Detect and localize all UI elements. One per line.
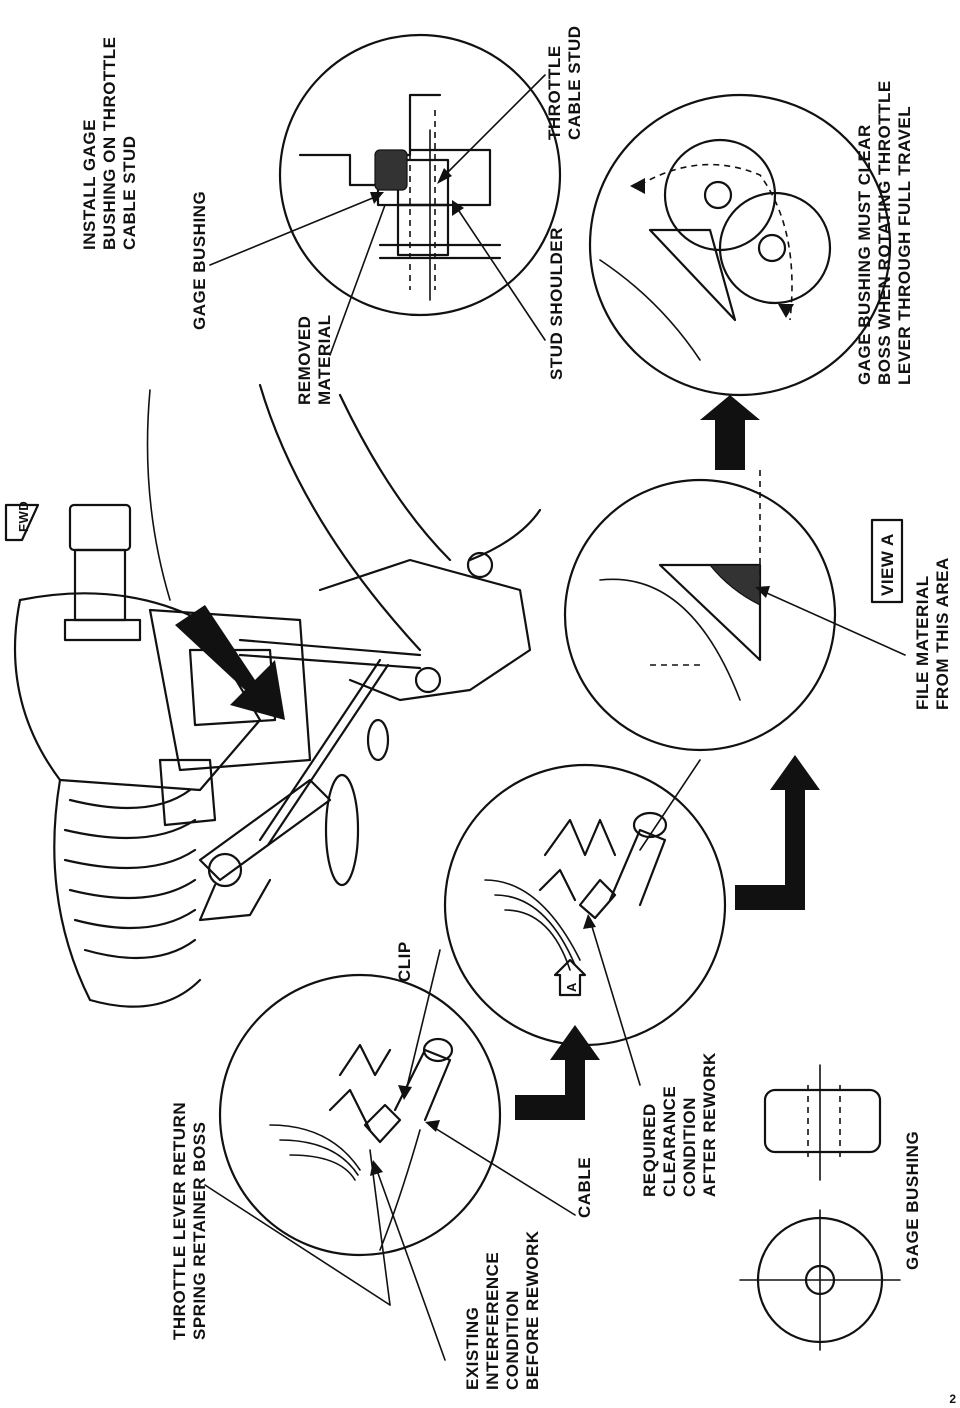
throttle-body-assembly xyxy=(13,383,542,1008)
detail-circle-bushing-install xyxy=(278,33,562,317)
svg-text:SPRING RETAINER BOSS: SPRING RETAINER BOSS xyxy=(190,1122,209,1340)
svg-text:GAGE BUSHING MUST CLEAR: GAGE BUSHING MUST CLEAR xyxy=(855,124,874,385)
detail-circle-full-travel xyxy=(588,93,892,397)
svg-text:FWD: FWD xyxy=(16,501,31,532)
svg-text:REMOVED: REMOVED xyxy=(295,316,314,405)
svg-text:STUD SHOULDER: STUD SHOULDER xyxy=(547,227,566,380)
flow-arrow-up-1 xyxy=(700,395,760,470)
label-fwd: FWD xyxy=(16,501,31,532)
file-material-area-hatch xyxy=(708,564,761,606)
label-gage-bushing-top: GAGE BUSHING xyxy=(190,191,209,330)
gage-bushing-hatch xyxy=(374,149,408,191)
svg-text:CABLE STUD: CABLE STUD xyxy=(565,25,584,140)
svg-text:THROTTLE LEVER RETURN: THROTTLE LEVER RETURN xyxy=(170,1102,189,1340)
label-throttle-cable-stud: THROTTLE CABLE STUD xyxy=(545,25,584,140)
svg-text:EXISTING: EXISTING xyxy=(463,1307,482,1390)
svg-text:BOSS WHEN ROTATING THROTTLE: BOSS WHEN ROTATING THROTTLE xyxy=(875,80,894,385)
svg-text:MATERIAL: MATERIAL xyxy=(315,314,334,405)
svg-text:GAGE BUSHING: GAGE BUSHING xyxy=(190,191,209,330)
label-file-material: FILE MATERIAL FROM THIS AREA xyxy=(913,557,952,710)
svg-text:BEFORE REWORK: BEFORE REWORK xyxy=(523,1230,542,1390)
label-gage-bushing-bottom: GAGE BUSHING xyxy=(903,1131,922,1270)
flow-arrow-l-2 xyxy=(735,755,820,910)
detail-circle-existing-interference xyxy=(218,973,502,1257)
label-throttle-lever-return: THROTTLE LEVER RETURN SPRING RETAINER BO… xyxy=(170,1102,209,1340)
gage-bushing-drawing xyxy=(739,1064,901,1351)
detail-circle-view-a xyxy=(563,470,837,752)
svg-text:CABLE STUD: CABLE STUD xyxy=(120,135,139,250)
svg-text:FROM THIS AREA: FROM THIS AREA xyxy=(933,557,952,710)
svg-text:BUSHING ON THROTTLE: BUSHING ON THROTTLE xyxy=(100,37,119,251)
label-view-marker-a: A xyxy=(564,982,579,992)
page-number: 2 xyxy=(949,1392,956,1406)
svg-text:REQUIRED: REQUIRED xyxy=(640,1103,659,1197)
label-required-clearance: REQUIRED CLEARANCE CONDITION AFTER REWOR… xyxy=(640,1052,719,1197)
svg-text:GAGE BUSHING: GAGE BUSHING xyxy=(903,1131,922,1270)
svg-text:FILE MATERIAL: FILE MATERIAL xyxy=(913,575,932,710)
svg-text:A: A xyxy=(564,982,579,992)
svg-text:INSTALL GAGE: INSTALL GAGE xyxy=(80,119,99,250)
main-assembly-pointer-arrow xyxy=(175,605,285,720)
svg-text:CABLE: CABLE xyxy=(575,1157,594,1218)
label-removed-material: REMOVED MATERIAL xyxy=(295,314,334,405)
svg-text:CLIP: CLIP xyxy=(395,941,414,982)
label-stud-shoulder: STUD SHOULDER xyxy=(547,227,566,380)
detail-circle-required-clearance xyxy=(443,759,727,1047)
svg-text:LEVER THROUGH FULL TRAVEL: LEVER THROUGH FULL TRAVEL xyxy=(895,106,914,385)
label-cable: CABLE xyxy=(575,1157,594,1218)
svg-text:VIEW A: VIEW A xyxy=(878,533,897,596)
svg-text:CONDITION: CONDITION xyxy=(680,1097,699,1197)
label-view-a: VIEW A xyxy=(870,518,904,604)
svg-text:INTERFERENCE: INTERFERENCE xyxy=(483,1252,502,1390)
label-install-gage-bushing: INSTALL GAGE BUSHING ON THROTTLE CABLE S… xyxy=(80,37,139,251)
svg-text:AFTER REWORK: AFTER REWORK xyxy=(700,1052,719,1197)
svg-text:THROTTLE: THROTTLE xyxy=(545,45,564,140)
leader-lines xyxy=(204,74,906,1361)
svg-text:CLEARANCE: CLEARANCE xyxy=(660,1086,679,1197)
label-gage-bushing-clear: GAGE BUSHING MUST CLEAR BOSS WHEN ROTATI… xyxy=(855,80,914,385)
label-clip: CLIP xyxy=(395,941,414,982)
fwd-direction-marker xyxy=(4,503,40,542)
flow-arrow-l-1 xyxy=(515,1025,600,1120)
svg-text:CONDITION: CONDITION xyxy=(503,1290,522,1390)
label-existing-interference: EXISTING INTERFERENCE CONDITION BEFORE R… xyxy=(463,1230,542,1390)
